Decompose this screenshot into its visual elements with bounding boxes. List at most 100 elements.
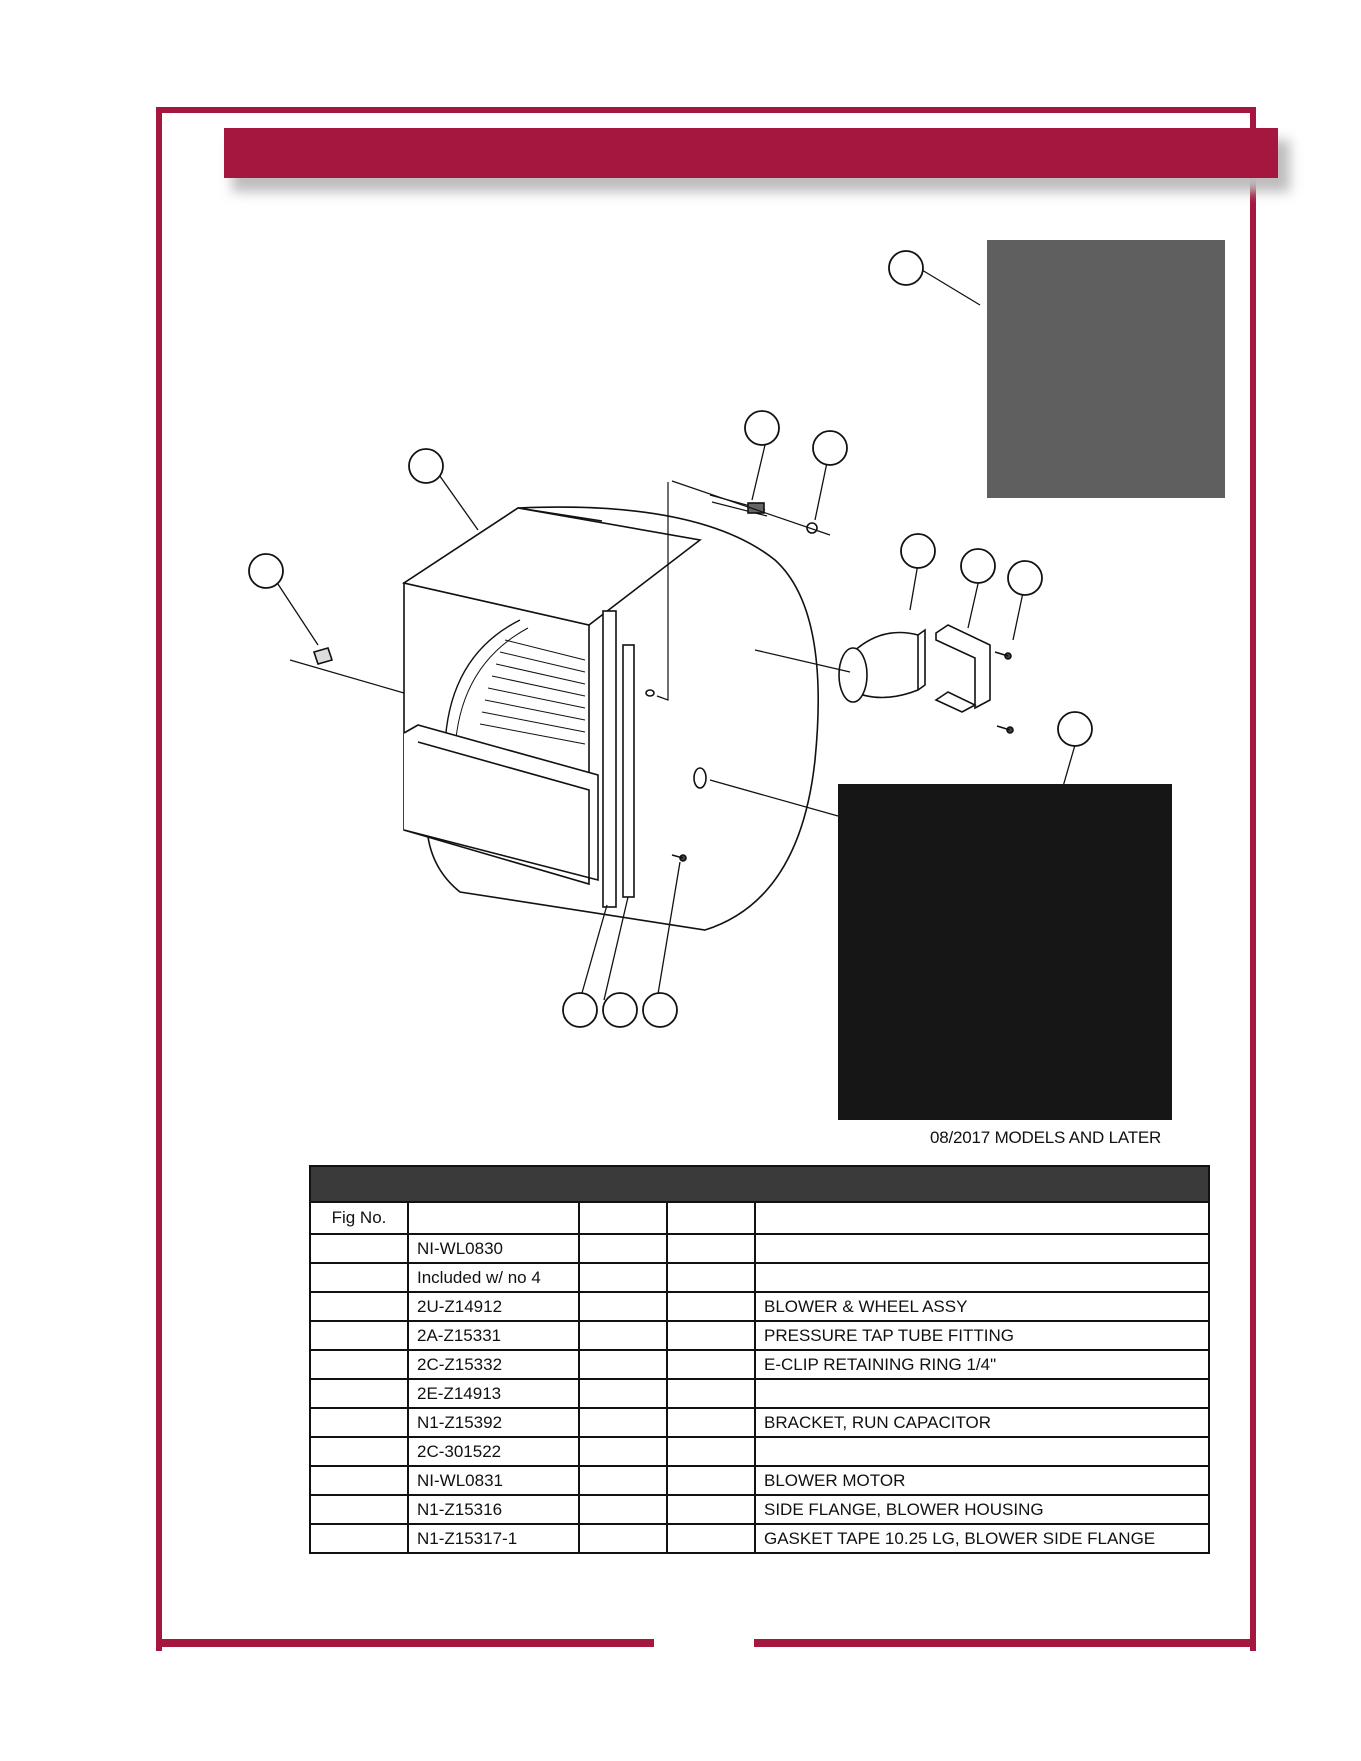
callout-bubble <box>960 548 996 584</box>
table-cell-col-a <box>578 1233 668 1264</box>
table-cell-part: 2C-Z15332 <box>407 1349 580 1380</box>
table-cell-description: GASKET TAPE 10.25 LG, BLOWER SIDE FLANGE <box>754 1523 1210 1554</box>
table-cell-col-a <box>578 1436 668 1467</box>
table-cell-description <box>754 1436 1210 1467</box>
callout-bubble <box>248 553 284 589</box>
capacitor-bracket <box>935 624 991 710</box>
table-cell-part: 2E-Z14913 <box>407 1378 580 1409</box>
table-cell-fig <box>309 1320 409 1351</box>
table-cell-col-a <box>578 1378 668 1409</box>
callout-bubble <box>812 430 848 466</box>
column-header: Fig No. <box>309 1201 409 1235</box>
table-cell-part: N1-Z15316 <box>407 1494 580 1525</box>
table-cell-description: BRACKET, RUN CAPACITOR <box>754 1407 1210 1438</box>
column-header <box>666 1201 756 1235</box>
table-cell-description <box>754 1262 1210 1293</box>
table-cell-col-a <box>578 1465 668 1496</box>
table-cell-fig <box>309 1291 409 1322</box>
blower-wheel-blades <box>479 639 586 745</box>
table-cell-part: 2A-Z15331 <box>407 1320 580 1351</box>
table-cell-fig <box>309 1349 409 1380</box>
table-cell-col-a <box>578 1494 668 1525</box>
table-row: 2A-Z15331 PRESSURE TAP TUBE FITTING <box>309 1320 1210 1351</box>
callout-bubble <box>408 448 444 484</box>
page-frame <box>156 107 1256 1651</box>
table-row: N1-Z15317-1 GASKET TAPE 10.25 LG, BLOWER … <box>309 1523 1210 1554</box>
table-cell-col-b <box>666 1378 756 1409</box>
table-row: Included w/ no 4 <box>309 1262 1210 1293</box>
table-cell-description <box>754 1378 1210 1409</box>
housing-top-face <box>401 507 702 626</box>
callout-bubble <box>900 533 936 569</box>
frame-bottom-right <box>754 1639 1250 1647</box>
table-row: 2C-Z15332 E-CLIP RETAINING RING 1/4" <box>309 1349 1210 1380</box>
side-flange <box>602 610 617 908</box>
callout-bubble <box>888 250 924 286</box>
table-cell-part: N1-Z15317-1 <box>407 1523 580 1554</box>
column-header <box>407 1201 580 1235</box>
table-cell-col-a <box>578 1349 668 1380</box>
frame-bottom-left <box>156 1639 654 1647</box>
table-cell-part: Included w/ no 4 <box>407 1262 580 1293</box>
table-cell-col-b <box>666 1494 756 1525</box>
table-cell-col-b <box>666 1407 756 1438</box>
table-cell-col-b <box>666 1349 756 1380</box>
table-cell-part: NI-WL0831 <box>407 1465 580 1496</box>
table-cell-fig <box>309 1233 409 1264</box>
table-cell-part: NI-WL0830 <box>407 1233 580 1264</box>
inset-image-grey <box>987 240 1225 498</box>
table-header-bar <box>309 1165 1210 1203</box>
table-cell-col-a <box>578 1262 668 1293</box>
column-header <box>578 1201 668 1235</box>
e-clip <box>806 522 818 534</box>
callout-bubble <box>562 992 598 1028</box>
table-cell-description: PRESSURE TAP TUBE FITTING <box>754 1320 1210 1351</box>
table-cell-col-b <box>666 1465 756 1496</box>
table-cell-col-a <box>578 1320 668 1351</box>
callout-bubble <box>744 410 780 446</box>
tube-fitting <box>747 502 765 514</box>
table-cell-fig <box>309 1436 409 1467</box>
table-row: 2C-301522 <box>309 1436 1210 1467</box>
inset-image-black <box>838 784 1172 1120</box>
callout-bubble <box>642 992 678 1028</box>
leader-lines <box>271 269 1076 1001</box>
table-cell-fig <box>309 1262 409 1293</box>
pressure-tap-fitting <box>312 647 334 665</box>
table-cell-part: 2C-301522 <box>407 1436 580 1467</box>
outlet-flange <box>403 724 599 882</box>
table-cell-description: BLOWER & WHEEL ASSY <box>754 1291 1210 1322</box>
callout-bubbles <box>248 250 1093 1028</box>
table-cell-col-b <box>666 1436 756 1467</box>
table-cell-fig <box>309 1378 409 1409</box>
callout-bubble <box>1057 711 1093 747</box>
table-cell-col-a <box>578 1291 668 1322</box>
table-cell-col-b <box>666 1291 756 1322</box>
column-header <box>754 1201 1210 1235</box>
table-cell-col-b <box>666 1262 756 1293</box>
table-cell-col-b <box>666 1233 756 1264</box>
table-cell-col-a <box>578 1407 668 1438</box>
table-cell-col-b <box>666 1320 756 1351</box>
table-cell-fig <box>309 1523 409 1554</box>
callout-bubble <box>1007 560 1043 596</box>
table-cell-part: 2U-Z14912 <box>407 1291 580 1322</box>
inset-note: 08/2017 MODELS AND LATER <box>930 1128 1162 1147</box>
table-cell-description <box>754 1233 1210 1264</box>
callout-bubble <box>602 992 638 1028</box>
table-cell-description: E-CLIP RETAINING RING 1/4" <box>754 1349 1210 1380</box>
column-header-row: Fig No. <box>309 1201 1210 1235</box>
table-cell-fig <box>309 1494 409 1525</box>
title-bar <box>224 128 1278 178</box>
pressure-tap-hole <box>645 689 655 697</box>
table-cell-fig <box>309 1465 409 1496</box>
table-cell-col-b <box>666 1523 756 1554</box>
table-cell-fig <box>309 1407 409 1438</box>
table-cell-col-a <box>578 1523 668 1554</box>
table-row: NI-WL0830 <box>309 1233 1210 1264</box>
